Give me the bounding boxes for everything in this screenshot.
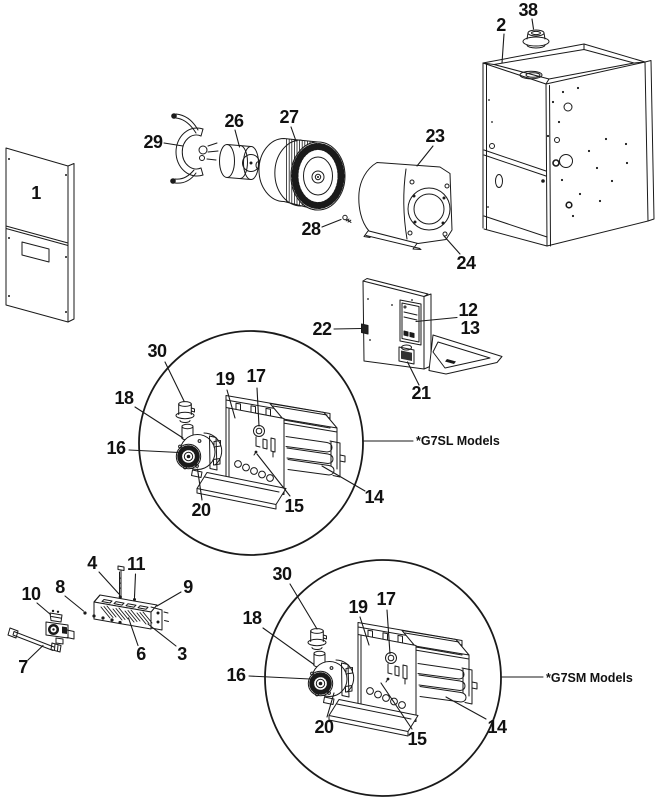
detail-circle-g7sm	[264, 559, 502, 797]
callout-18-g7sl: 18	[114, 388, 134, 408]
callout-20-g7sl: 20	[191, 500, 211, 520]
callout-8: 8	[55, 577, 65, 597]
callout-15-g7sm: 15	[407, 729, 427, 749]
detail-circle-g7sl	[138, 330, 364, 556]
callout-20-g7sm: 20	[314, 717, 334, 737]
callout-22: 22	[312, 319, 332, 339]
callout-24: 24	[456, 253, 476, 273]
callout-17-g7sl: 17	[246, 366, 266, 386]
callout-14-g7sm: 14	[487, 717, 507, 737]
part-blower-housing	[358, 162, 453, 250]
callout-29: 29	[143, 132, 163, 152]
bottom-shelf	[428, 334, 503, 375]
part-cabinet	[482, 43, 655, 247]
callout-21: 21	[411, 383, 431, 403]
model-label-g7sm: *G7SM Models	[546, 670, 633, 685]
callout-1: 1	[31, 183, 41, 203]
callout-11: 11	[126, 554, 146, 574]
callout-2: 2	[496, 15, 506, 35]
callout-26: 26	[224, 111, 244, 131]
orifice-dots	[83, 611, 122, 625]
callout-27: 27	[279, 107, 299, 127]
callout-12: 12	[458, 300, 478, 320]
door-screw-dots	[8, 158, 67, 313]
part-top-cap	[522, 29, 550, 49]
part-gas-valve	[45, 609, 75, 645]
part-door-panel	[5, 147, 75, 323]
part-blower-wheel	[258, 138, 346, 211]
callout-10: 10	[21, 584, 41, 604]
callout-38: 38	[518, 0, 538, 20]
part-burner-manifold-assembly	[83, 565, 169, 631]
callout-19-g7sl: 19	[215, 369, 235, 389]
part-gas-pipe	[7, 627, 62, 653]
control-board	[399, 299, 422, 346]
callout-14-g7sl: 14	[364, 487, 384, 507]
door-switch-clip	[361, 323, 369, 335]
callout-19-g7sm: 19	[348, 597, 368, 617]
transformer	[398, 344, 415, 365]
cabinet-hole-dots	[487, 86, 629, 218]
model-label-g7sl: *G7SL Models	[416, 433, 500, 448]
callout-16-g7sm: 16	[226, 665, 246, 685]
part-motor-mount-bracket	[170, 113, 219, 184]
callout-30-g7sl: 30	[147, 341, 167, 361]
leader-lines	[27, 18, 544, 730]
heat-exchanger-assembly-g7sl	[175, 395, 346, 510]
callout-3: 3	[177, 644, 187, 664]
callout-18-g7sm: 18	[242, 608, 262, 628]
part-vestibule-panel	[361, 278, 503, 375]
callout-28: 28	[301, 219, 321, 239]
callout-13: 13	[460, 318, 480, 338]
callout-7: 7	[18, 657, 28, 677]
callout-16-g7sl: 16	[106, 438, 126, 458]
part-blower-motor	[219, 144, 274, 180]
part-screw-28	[342, 214, 352, 223]
callout-9: 9	[183, 577, 193, 597]
callout-17-g7sm: 17	[376, 589, 396, 609]
callout-6: 6	[136, 644, 146, 664]
callout-15-g7sl: 15	[284, 496, 304, 516]
callout-23: 23	[425, 126, 445, 146]
callout-30-g7sm: 30	[272, 564, 292, 584]
callout-4: 4	[87, 553, 97, 573]
